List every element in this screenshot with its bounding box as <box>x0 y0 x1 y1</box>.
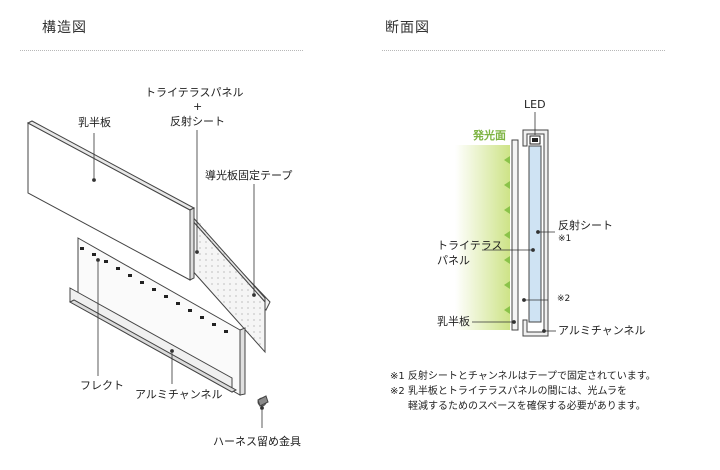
cross-section-heading: 断面図 <box>385 20 430 36</box>
section-leader-lines <box>472 112 556 333</box>
footnote-2-continued: 軽減するためのスペースを確保する必要があります。 <box>408 401 646 412</box>
label-aluminum-channel: アルミチャンネル <box>135 388 223 401</box>
label-panel-combo-line1: トライテラスパネル <box>145 86 244 99</box>
exploded-view <box>26 120 271 407</box>
label-note-marker-1: ※1 <box>558 234 572 244</box>
structure-diagram-heading: 構造図 <box>42 20 87 36</box>
label-milky-board: 乳半板 <box>78 116 111 129</box>
label-led: LED <box>524 98 546 111</box>
label-section-milky-board: 乳半板 <box>437 315 470 328</box>
footnote-2: ※2 乳半板とトライテラスパネルの間には、光ムラを <box>390 386 628 397</box>
footnote-1: ※1 反射シートとチャンネルはテープで固定されています。 <box>390 371 656 382</box>
glow-area <box>455 145 510 330</box>
panel-dots-face <box>198 220 263 350</box>
label-section-aluminum-channel: アルミチャンネル <box>558 324 646 337</box>
footnotes: ※1 反射シートとチャンネルはテープで固定されています。 ※2 乳半板とトライテ… <box>390 369 656 414</box>
aluminum-channel-section <box>522 129 549 337</box>
milky-board-section <box>511 139 519 331</box>
led-strip <box>80 247 228 333</box>
structure-divider <box>20 50 303 51</box>
harness-bracket-shape <box>257 395 269 407</box>
label-reflective-sheet: 反射シート <box>558 219 613 232</box>
label-emitting-surface: 発光面 <box>473 129 506 142</box>
label-panel-line2: パネル <box>437 254 470 267</box>
label-note-marker-2: ※2 <box>557 294 571 304</box>
label-panel-combo-line2: 反射シート <box>170 115 225 128</box>
cross-section-view <box>455 112 556 337</box>
label-harness-bracket: ハーネス留め金具 <box>213 435 301 448</box>
emission-arrows <box>504 156 510 314</box>
cross-section-divider <box>382 50 665 51</box>
panel-section <box>528 145 542 323</box>
label-flexible: フレクト <box>80 379 124 392</box>
label-panel-line1: トライテラス <box>437 239 503 252</box>
structure-leader-lines <box>92 130 264 428</box>
label-panel-combo-plus: + <box>193 100 203 113</box>
label-light-guide-tape: 導光板固定テープ <box>205 169 293 182</box>
